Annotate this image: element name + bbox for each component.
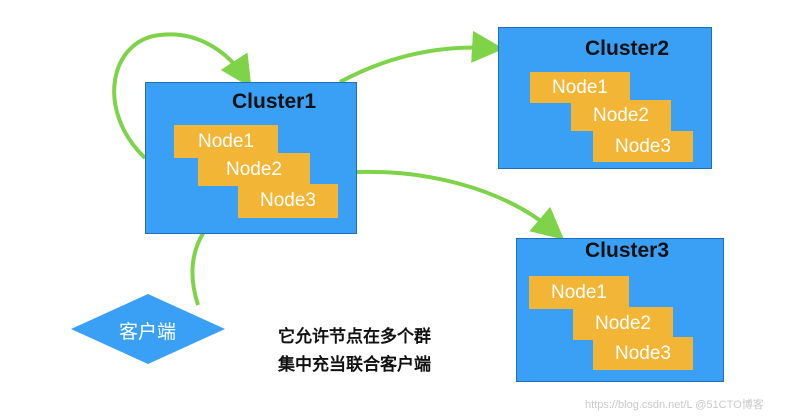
cluster-1-node-1: Node1 <box>174 125 278 158</box>
cluster-3-node-2: Node2 <box>573 307 673 340</box>
client-label: 客户端 <box>119 322 177 343</box>
cluster-2: Cluster2 Node1 Node2 Node3 <box>498 27 712 169</box>
cluster-3: Cluster3 Node1 Node2 Node3 <box>516 238 724 382</box>
watermark: https://blog.csdn.net/L @51CTO博客 <box>585 399 764 411</box>
cluster-2-title: Cluster2 <box>585 37 670 60</box>
cluster-1-title: Cluster1 <box>232 90 317 113</box>
cluster-2-node-2: Node2 <box>571 100 671 131</box>
arrow-cluster1-to-cluster2 <box>339 30 504 84</box>
cluster-1: Cluster1 Node1 Node2 Node3 <box>145 82 357 234</box>
cluster-2-node-1: Node1 <box>530 72 630 103</box>
caption-line-2: 集中充当联合客户端 <box>278 355 431 374</box>
cluster-3-node-1: Node1 <box>529 276 629 309</box>
cluster-1-node-2: Node2 <box>198 153 310 186</box>
arrow-cluster1-to-cluster3 <box>355 169 565 240</box>
arrow-cluster1-self-loop <box>112 32 252 160</box>
cluster-1-node-3: Node3 <box>238 184 338 218</box>
client-diamond <box>71 294 225 364</box>
caption-line-1: 它允许节点在多个群 <box>278 327 431 346</box>
cluster-2-node-3: Node3 <box>593 131 693 162</box>
cluster-3-node-3: Node3 <box>593 337 693 370</box>
cluster-3-title: Cluster3 <box>585 239 670 262</box>
